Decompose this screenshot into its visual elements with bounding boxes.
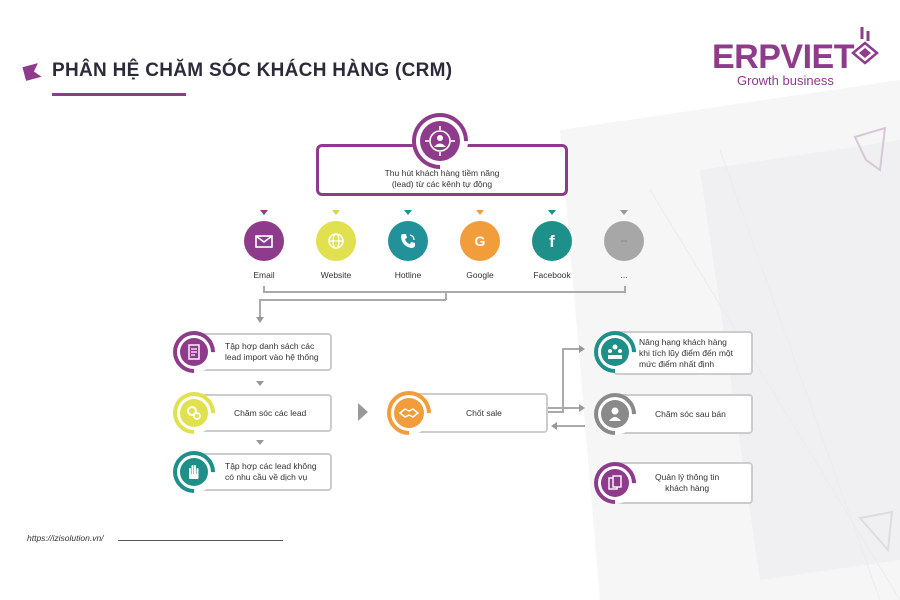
- phone-icon: [388, 221, 428, 261]
- down-arrow: [256, 381, 264, 386]
- step-line1: Tập hợp các lead không: [225, 461, 317, 471]
- channel-label: ...: [620, 270, 628, 280]
- logo-diamond-mark: [851, 27, 879, 65]
- step-ring: [585, 322, 645, 382]
- step-ring: [377, 381, 441, 445]
- target-person-icon: [420, 121, 460, 161]
- more-icon: [604, 221, 644, 261]
- logo-text: ERPVIET: [712, 38, 854, 76]
- step-ring: [585, 453, 645, 513]
- step-line1: Quản lý thông tin: [655, 472, 720, 482]
- step-ring: [585, 384, 645, 444]
- channel-label: Website: [320, 270, 352, 280]
- stop-hand-icon: [180, 458, 208, 486]
- channel-marker: [476, 210, 484, 215]
- channel-marker: [548, 210, 556, 215]
- logo-tagline: Growth business: [737, 73, 834, 88]
- handshake-icon: [394, 398, 424, 428]
- step-line3: mức điểm nhất định: [639, 358, 715, 369]
- channel-facebook: f Facebook: [522, 210, 582, 280]
- documents-icon: [601, 469, 629, 497]
- svg-text:f: f: [549, 232, 555, 251]
- step-line2: khi tích lũy điểm đến một: [639, 347, 734, 358]
- flag-icon: [22, 63, 42, 81]
- url-underline: [118, 540, 283, 541]
- envelope-icon: [244, 221, 284, 261]
- facebook-icon: f: [532, 221, 572, 261]
- channel-marker: [404, 210, 412, 215]
- channel-more: ...: [594, 210, 654, 280]
- channel-google: G Google: [450, 210, 510, 280]
- step-ring: [164, 322, 224, 382]
- lead-box-line2: (lead) từ các kênh tự động: [391, 179, 493, 189]
- step-line2: khách hàng: [665, 483, 710, 493]
- channel-label: Google: [466, 270, 494, 280]
- down-arrow: [256, 440, 264, 445]
- erpviet-logo: ERPVIET Growth business: [700, 25, 885, 90]
- source-url[interactable]: https://izisolution.vn/: [27, 533, 104, 543]
- gears-icon: [180, 399, 208, 427]
- channel-marker: [332, 210, 340, 215]
- step-line2: lead import vào hệ thống: [225, 352, 319, 362]
- channel-hotline: Hotline: [378, 210, 438, 280]
- ranking-icon: [601, 338, 629, 366]
- step-line1: Tập hợp danh sách các: [225, 341, 315, 351]
- svg-text:G: G: [475, 233, 486, 249]
- channel-marker: [260, 210, 268, 215]
- step-line2: có nhu cầu về dịch vụ: [225, 472, 308, 482]
- step-ring: [164, 383, 224, 443]
- step-line1: Chăm sóc các lead: [234, 407, 307, 418]
- step-line1: Chăm sóc sau bán: [655, 408, 726, 419]
- lead-box-line1: Thu hút khách hàng tiềm năng: [384, 168, 500, 178]
- page-title: PHÂN HỆ CHĂM SÓC KHÁCH HÀNG (CRM): [52, 60, 453, 81]
- customer-icon: [601, 400, 629, 428]
- globe-icon: [316, 221, 356, 261]
- channel-label: Email: [253, 270, 275, 280]
- title-underline: [52, 93, 186, 96]
- step-line1: Nâng hạng khách hàng: [639, 336, 727, 347]
- channel-label: Hotline: [394, 270, 422, 280]
- channel-marker: [620, 210, 628, 215]
- channel-email: Email: [234, 210, 294, 280]
- step-ring: [164, 442, 224, 502]
- checklist-icon: [180, 338, 208, 366]
- step-label: Chốt sale: [466, 407, 502, 418]
- google-icon: G: [460, 221, 500, 261]
- channel-website: Website: [306, 210, 366, 280]
- channel-label: Facebook: [533, 270, 571, 280]
